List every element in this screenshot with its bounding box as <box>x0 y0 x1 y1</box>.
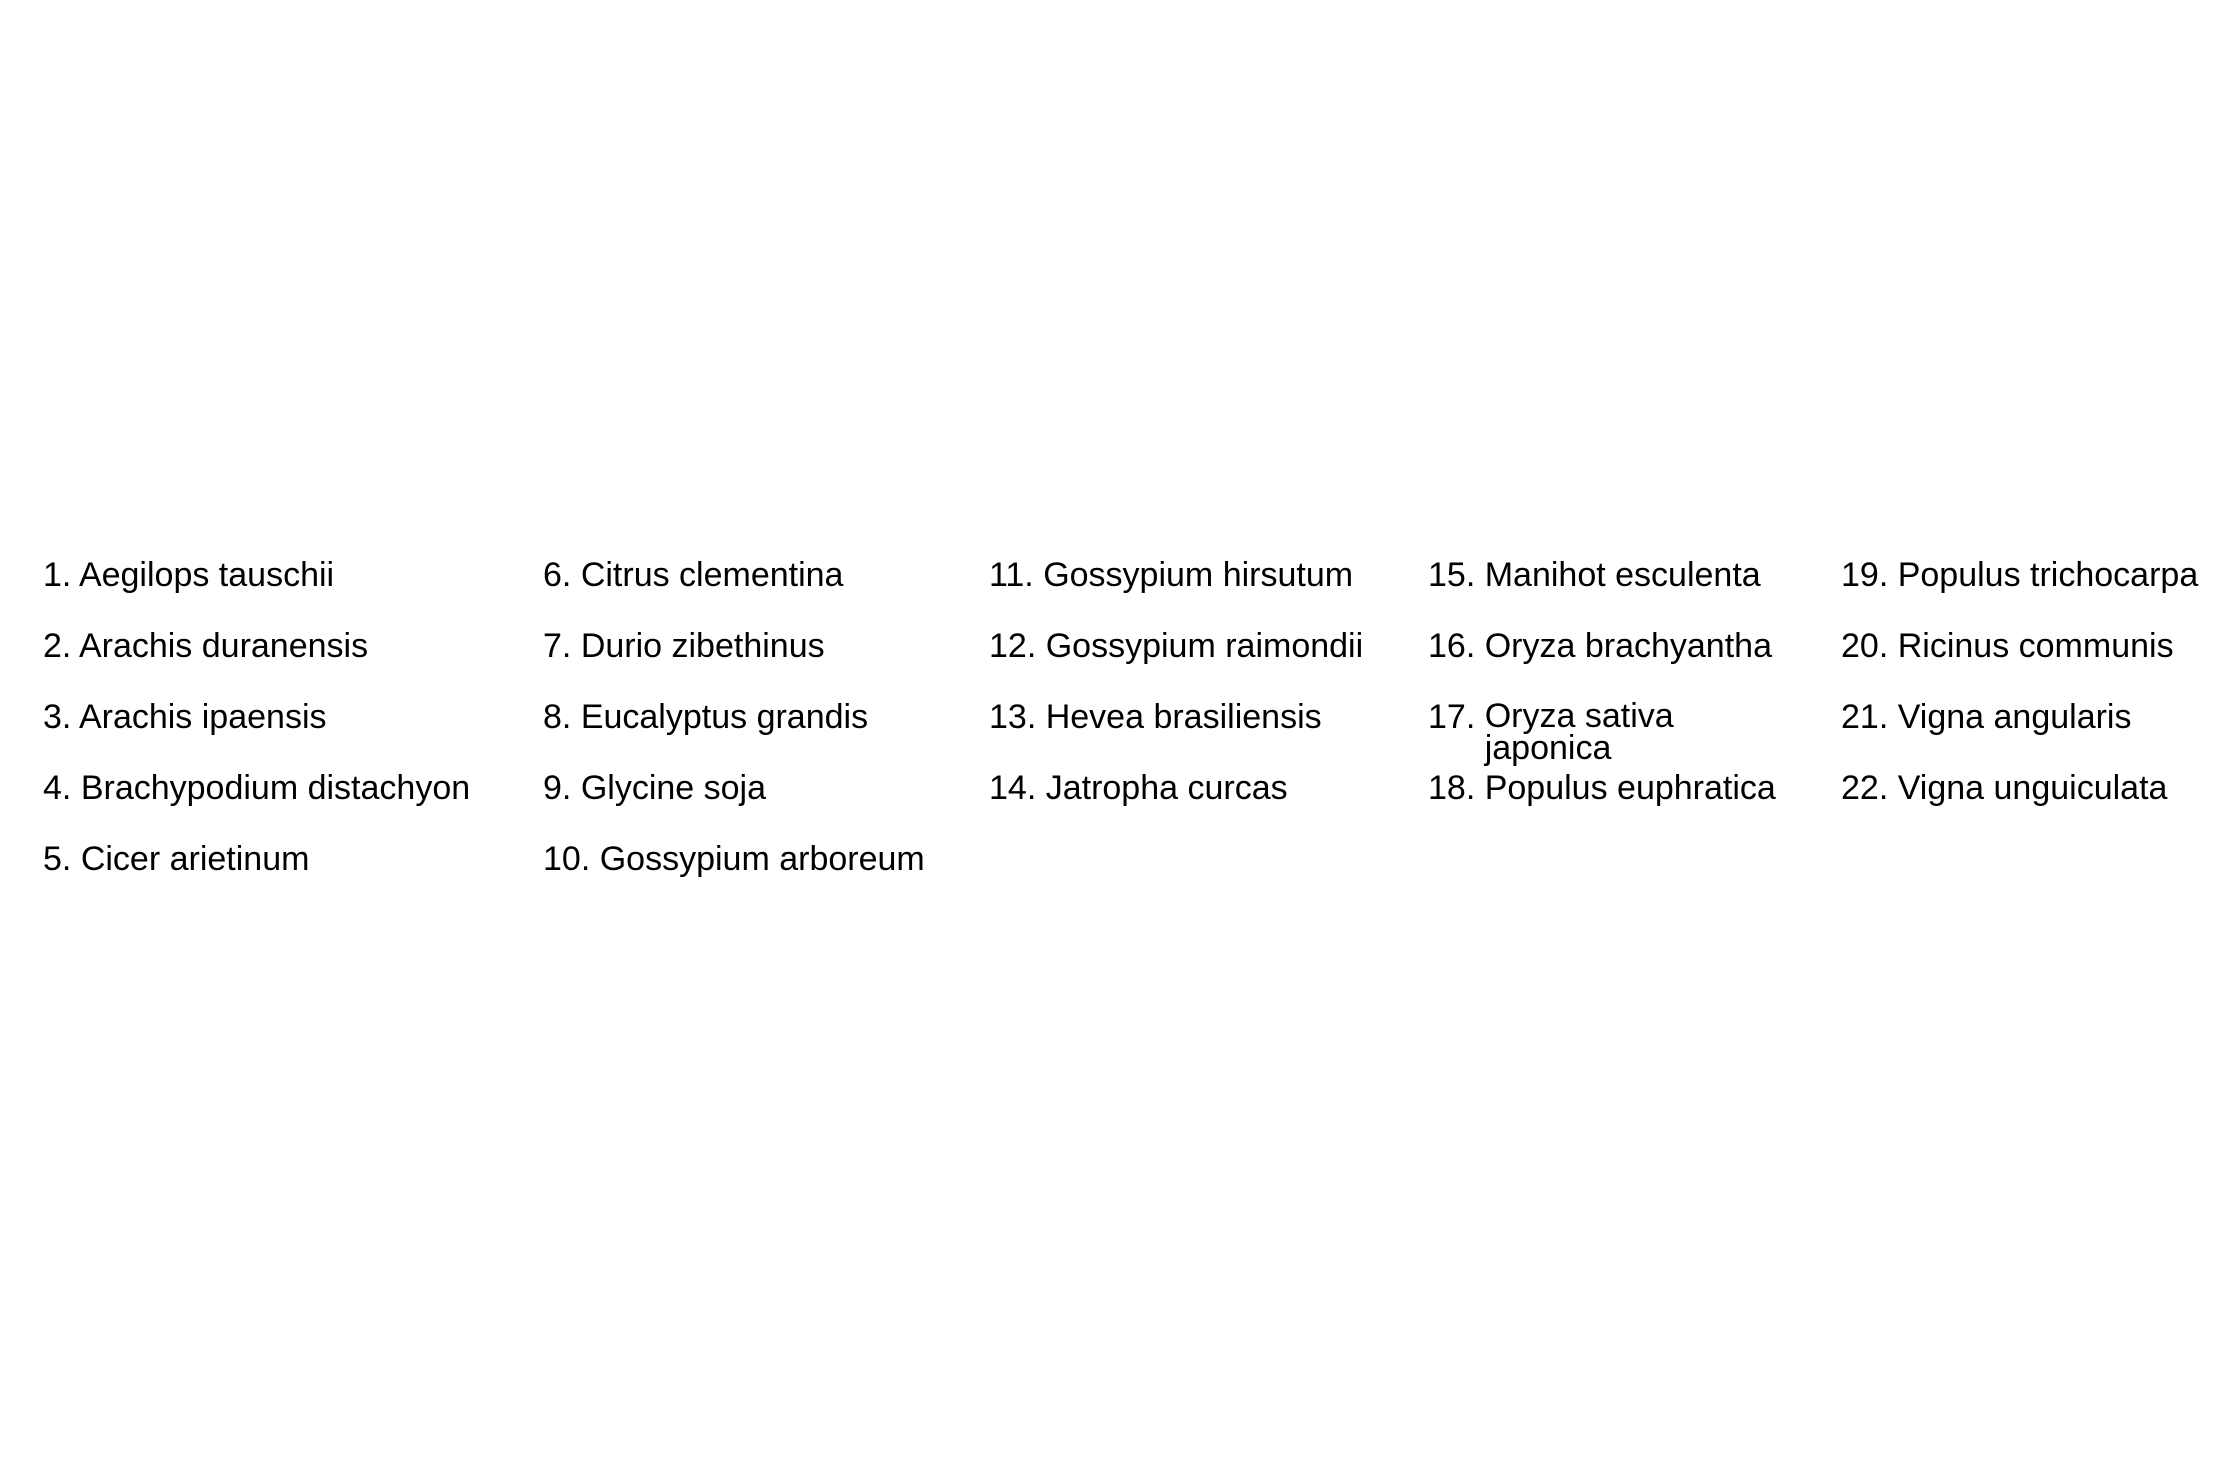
species-item: 9. Glycine soja <box>543 771 925 842</box>
species-number: 10. <box>543 840 591 878</box>
species-number: 20. <box>1841 627 1889 665</box>
species-item: 2. Arachis duranensis <box>43 629 470 700</box>
species-item: 16. Oryza brachyantha <box>1428 629 1776 700</box>
species-number: 18. <box>1428 769 1476 807</box>
species-item: 14. Jatropha curcas <box>989 771 1363 842</box>
species-name: Oryza sativa japonica <box>1484 697 1674 767</box>
species-item: 6. Citrus clementina <box>543 558 925 629</box>
species-column-2: 6. Citrus clementina 7. Durio zibethinus… <box>543 558 925 913</box>
species-number: 9. <box>543 769 572 807</box>
species-item: 10. Gossypium arboreum <box>543 842 925 913</box>
species-number: 6. <box>543 556 572 594</box>
species-item: 21. Vigna angularis <box>1841 700 2198 771</box>
species-name: Arachis ipaensis <box>78 698 327 736</box>
species-number: 7. <box>543 627 572 665</box>
species-number: 3. <box>43 698 72 736</box>
species-column-3: 11. Gossypium hirsutum 12. Gossypium rai… <box>989 558 1363 842</box>
species-name: Aegilops tauschii <box>78 556 335 594</box>
species-item: 17. Oryza sativa japonica <box>1428 697 1776 771</box>
species-name: Arachis duranensis <box>78 627 369 665</box>
species-number: 2. <box>43 627 72 665</box>
species-name: Durio zibethinus <box>580 627 825 665</box>
species-name: Eucalyptus grandis <box>580 698 869 736</box>
species-item: 13. Hevea brasiliensis <box>989 700 1363 771</box>
species-item: 22. Vigna unguiculata <box>1841 771 2198 842</box>
species-name: Vigna unguiculata <box>1897 769 2168 807</box>
species-name: Citrus clementina <box>580 556 844 594</box>
species-name: Gossypium raimondii <box>1045 627 1364 665</box>
species-number: 14. <box>989 769 1037 807</box>
species-number: 11. <box>989 556 1034 594</box>
species-item: 12. Gossypium raimondii <box>989 629 1363 700</box>
species-name: Brachypodium distachyon <box>80 769 471 807</box>
species-item: 20. Ricinus communis <box>1841 629 2198 700</box>
species-number: 22. <box>1841 769 1889 807</box>
species-number: 13. <box>989 698 1037 736</box>
species-name: Manihot esculenta <box>1484 556 1761 594</box>
species-name: Jatropha curcas <box>1045 769 1288 807</box>
species-number: 15. <box>1428 556 1476 594</box>
species-item: 15. Manihot esculenta <box>1428 558 1776 629</box>
species-name: Gossypium hirsutum <box>1043 556 1354 594</box>
species-number: 1. <box>43 556 72 594</box>
species-name: Oryza brachyantha <box>1484 627 1772 665</box>
species-name: Vigna angularis <box>1897 698 2132 736</box>
species-number: 12. <box>989 627 1037 665</box>
species-number: 4. <box>43 769 72 807</box>
species-column-1: 1. Aegilops tauschii 2. Arachis duranens… <box>43 558 470 913</box>
species-item: 19. Populus trichocarpa <box>1841 558 2198 629</box>
species-number: 17. <box>1428 698 1476 736</box>
species-name: Glycine soja <box>580 769 767 807</box>
species-item: 8. Eucalyptus grandis <box>543 700 925 771</box>
species-name: Populus trichocarpa <box>1897 556 2199 594</box>
species-item: 11. Gossypium hirsutum <box>989 558 1363 629</box>
species-number: 5. <box>43 840 72 878</box>
species-item: 3. Arachis ipaensis <box>43 700 470 771</box>
species-item: 18. Populus euphratica <box>1428 771 1776 842</box>
species-item: 5. Cicer arietinum <box>43 842 470 913</box>
species-item: 4. Brachypodium distachyon <box>43 771 470 842</box>
species-name: Gossypium arboreum <box>599 840 925 878</box>
species-name: Hevea brasiliensis <box>1045 698 1322 736</box>
species-number: 19. <box>1841 556 1889 594</box>
species-number: 8. <box>543 698 572 736</box>
species-item: 1. Aegilops tauschii <box>43 558 470 629</box>
species-column-4: 15. Manihot esculenta 16. Oryza brachyan… <box>1428 558 1776 842</box>
species-column-5: 19. Populus trichocarpa 20. Ricinus comm… <box>1841 558 2198 842</box>
species-number: 16. <box>1428 627 1476 665</box>
species-name: Populus euphratica <box>1484 769 1776 807</box>
species-name: Cicer arietinum <box>80 840 310 878</box>
species-number: 21. <box>1841 698 1889 736</box>
species-item: 7. Durio zibethinus <box>543 629 925 700</box>
species-name: Ricinus communis <box>1897 627 2174 665</box>
